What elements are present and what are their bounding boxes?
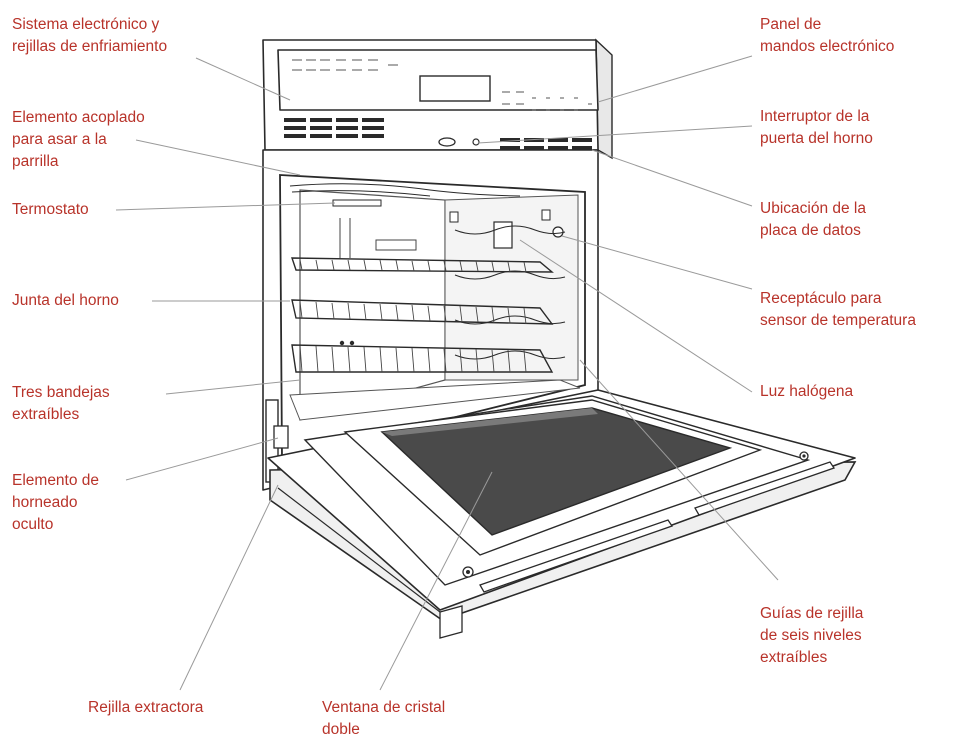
rack-guide xyxy=(454,225,566,235)
leader-sistema xyxy=(195,57,291,101)
leader-ventana xyxy=(379,471,493,691)
oven-door xyxy=(267,389,857,639)
leader-panel xyxy=(597,55,753,103)
label-sistema: Sistema electrónico y rejillas de enfria… xyxy=(12,16,168,55)
label-interruptor: Interruptor de la puerta del horno xyxy=(760,108,873,147)
label-elemento-acoplado: Elemento acoplado para asar a la parrill… xyxy=(12,109,145,170)
leader-horneado xyxy=(125,437,279,481)
label-receptaculo: Receptáculo para sensor de temperatura xyxy=(760,290,916,329)
control-display xyxy=(419,75,491,102)
leader-placa xyxy=(591,149,753,207)
label-luz: Luz halógena xyxy=(760,383,854,400)
label-panel: Panel de mandos electrónico xyxy=(760,16,895,55)
cooling-vents-left xyxy=(284,118,384,138)
exhaust-grille xyxy=(277,487,441,613)
oven-rack-3 xyxy=(291,344,554,373)
label-termostato: Termostato xyxy=(12,201,89,218)
broil-element xyxy=(289,183,521,197)
label-rejilla-extractora: Rejilla extractora xyxy=(88,699,204,716)
label-placa: Ubicación de la placa de datos xyxy=(760,200,866,239)
leader-rejilla-extractora xyxy=(179,484,279,691)
oven-rack-1 xyxy=(291,257,554,273)
label-guias: Guías de rejilla de seis niveles extraíb… xyxy=(760,605,864,666)
leader-guias xyxy=(579,359,779,581)
leader-elemento-acoplado xyxy=(135,139,301,176)
leader-bandejas xyxy=(165,379,301,395)
oven-rack-2 xyxy=(291,299,554,325)
label-junta: Junta del horno xyxy=(12,292,119,309)
leader-luz xyxy=(519,239,753,393)
leader-receptaculo xyxy=(561,235,753,290)
label-horneado: Elemento de horneado oculto xyxy=(12,472,100,533)
thermostat xyxy=(332,199,382,207)
label-bandejas: Tres bandejas extraíbles xyxy=(12,384,110,423)
label-ventana: Ventana de cristal doble xyxy=(322,699,446,738)
oven-body xyxy=(262,38,613,491)
leader-interruptor xyxy=(477,125,753,144)
leader-lines xyxy=(115,55,779,691)
door-handle-bar xyxy=(479,519,674,593)
leader-termostato xyxy=(115,202,336,211)
temp-probe-receptacle xyxy=(552,226,564,238)
door-switch xyxy=(438,137,456,147)
